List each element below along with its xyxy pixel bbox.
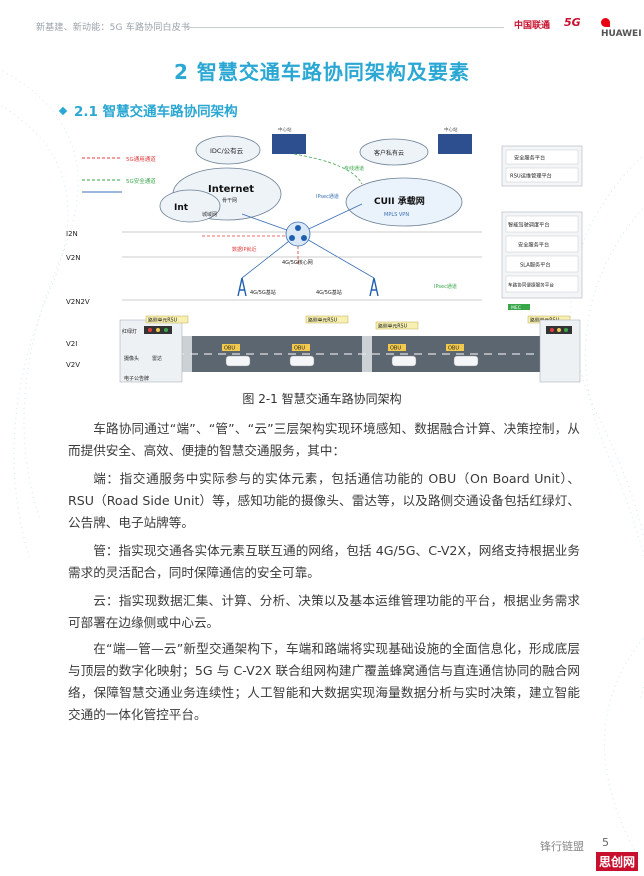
ipsec-link-label: IPsec通道 bbox=[316, 193, 339, 200]
rsu-label-2: 路侧单元RSU bbox=[308, 317, 338, 324]
private-cloud-label: 客户私有云 bbox=[374, 149, 404, 157]
platform-security-top: 安全服务平台 bbox=[514, 154, 545, 162]
dedicated-link-label: 专线通道 bbox=[344, 165, 364, 172]
base-station-left: 4G/5G基站 bbox=[237, 277, 276, 297]
paragraph-pipe: 管：指实现交通各实体元素互联互通的网络，包括 4G/5G、C-V2X，网络支持根… bbox=[68, 543, 580, 580]
huawei-logo-text: HUAWEI bbox=[601, 29, 642, 39]
traffic-light-label: 红绿灯 bbox=[122, 328, 137, 335]
internet-label: Internet bbox=[208, 184, 254, 195]
platform-group-top: 安全服务平台 RSU运维管理平台 bbox=[501, 145, 583, 187]
base-station-left-label: 4G/5G基站 bbox=[250, 289, 276, 296]
camera-label: 摄像头 bbox=[124, 355, 139, 362]
paragraph-summary: 在“端—管—云”新型交通架构下，车端和路端将实现基础设施的全面信息化，形成底层与… bbox=[68, 641, 580, 722]
lane-label-v2n2v: V2N2V bbox=[66, 298, 90, 306]
idc-cloud: IDC/公有云 bbox=[195, 135, 261, 165]
lane-label-v2i: V2I bbox=[66, 340, 77, 348]
paragraph-end: 端：指交通服务中实际参与的实体元素，包括通信功能的 OBU（On Board U… bbox=[68, 471, 580, 530]
metro-label: 城域网 bbox=[202, 211, 217, 218]
private-cloud: 客户私有云 bbox=[359, 138, 429, 166]
cuii-label: CUII 承载网 bbox=[374, 195, 425, 207]
huawei-logo: HUAWEI bbox=[601, 18, 642, 39]
logo-5g: 5G bbox=[564, 16, 581, 29]
platform-sla: SLA服务平台 bbox=[520, 261, 551, 269]
diamond-bullet-icon bbox=[58, 106, 68, 116]
obu-label-2: OBU bbox=[294, 346, 305, 352]
header-title: 新基建、新动能：5G 车路协同白皮书 bbox=[36, 23, 191, 33]
car-1 bbox=[225, 355, 251, 367]
obu-label-3: OBU bbox=[390, 346, 401, 352]
base-station-right: 4G/5G基站 bbox=[316, 277, 379, 297]
mec-server: MEC bbox=[508, 304, 530, 311]
paragraph-cloud: 云：指实现数据汇集、计算、分析、决策以及基本运维管理功能的平台，根据业务需求可部… bbox=[68, 593, 580, 630]
platform-security-bottom: 安全服务平台 bbox=[518, 241, 549, 249]
core-network-hub: 4G/5G核心网 bbox=[282, 221, 313, 266]
legend-5g-general: 5G通用通道 bbox=[126, 155, 156, 163]
architecture-diagram: 5G通用通道 5G安全通道 IDC/公有云 Internet 骨干网 Int 城… bbox=[66, 126, 583, 383]
core-network-label: 4G/5G核心网 bbox=[282, 259, 313, 266]
ipsec2-link-label: IPsec通道 bbox=[434, 283, 457, 290]
base-station-right-label: 4G/5G基站 bbox=[316, 289, 342, 296]
roadside-equipment-right bbox=[539, 319, 581, 383]
idc-cloud-label: IDC/公有云 bbox=[210, 146, 244, 155]
figure-caption: 图 2-1 智慧交通车路协同架构 bbox=[242, 392, 402, 406]
radar-label: 雷达 bbox=[152, 355, 162, 362]
diagram-legend: 5G通用通道 5G安全通道 bbox=[82, 155, 156, 193]
lane-label-v2n: V2N bbox=[66, 254, 80, 262]
server-label-right: 中心站 bbox=[444, 126, 458, 133]
mpls-label: MPLS VPN bbox=[384, 212, 409, 218]
section-title-text: 2.1 智慧交通车路协同架构 bbox=[74, 104, 238, 120]
cuii-cloud: CUII 承载网 MPLS VPN bbox=[345, 177, 463, 227]
ip-isolation-label: 数据IP就近 bbox=[232, 246, 257, 253]
backbone-label: 骨干网 bbox=[222, 198, 237, 204]
platform-v2x-service: 车路协同便捷服务平台 bbox=[508, 282, 554, 289]
legend-5g-secure: 5G安全通道 bbox=[126, 177, 156, 185]
site-badge: 思创网 bbox=[596, 852, 639, 871]
internet-cloud: Internet 骨干网 Int 城域网 bbox=[159, 167, 282, 223]
server-rack-right: 中心站 bbox=[438, 126, 472, 154]
roadside-equipment-left: 红绿灯 摄像头 雷达 电子公告牌 bbox=[119, 319, 183, 383]
road bbox=[120, 336, 540, 372]
header-rule bbox=[184, 27, 504, 28]
china-unicom-logo: 中国联通 bbox=[514, 21, 551, 31]
platform-rsu-ops: RSU运维管理平台 bbox=[510, 172, 552, 180]
car-3 bbox=[391, 355, 417, 367]
rsu-label-3: 路侧单元RSU bbox=[378, 323, 408, 330]
page-header: 新基建、新动能：5G 车路协同白皮书 中国联通 5G HUAWEI bbox=[36, 16, 642, 39]
mec-label: MEC bbox=[511, 305, 521, 311]
internet-side-label: Int bbox=[174, 203, 189, 213]
page-number: 5 bbox=[602, 836, 609, 849]
paragraph-intro: 车路协同通过“端”、“管”、“云”三层架构实现环境感知、数据融合计算、决策控制，… bbox=[68, 421, 580, 458]
huawei-petal-icon bbox=[601, 18, 610, 27]
server-label-left: 中心站 bbox=[278, 126, 292, 133]
car-4 bbox=[453, 355, 479, 367]
lane-label-i2n: I2N bbox=[66, 230, 78, 238]
server-rack-left: 中心站 bbox=[272, 126, 306, 154]
car-2 bbox=[289, 355, 315, 367]
watermark: 锋行链盟 bbox=[540, 840, 584, 853]
lane-label-v2v: V2V bbox=[66, 361, 80, 369]
obu-label-1: OBU bbox=[224, 346, 235, 352]
e-board-label: 电子公告牌 bbox=[124, 375, 149, 382]
rsu-label-1: 路侧单元RSU bbox=[148, 317, 178, 324]
platform-driving-dispatch: 智能驾驶调度平台 bbox=[508, 221, 550, 229]
section-title: 2.1 智慧交通车路协同架构 bbox=[58, 100, 238, 120]
chapter-title: 2 智慧交通车路协同架构及要素 bbox=[174, 60, 470, 84]
obu-label-4: OBU bbox=[448, 346, 459, 352]
platform-group-bottom: 智能驾驶调度平台 安全服务平台 SLA服务平台 车路协同便捷服务平台 bbox=[501, 211, 583, 299]
